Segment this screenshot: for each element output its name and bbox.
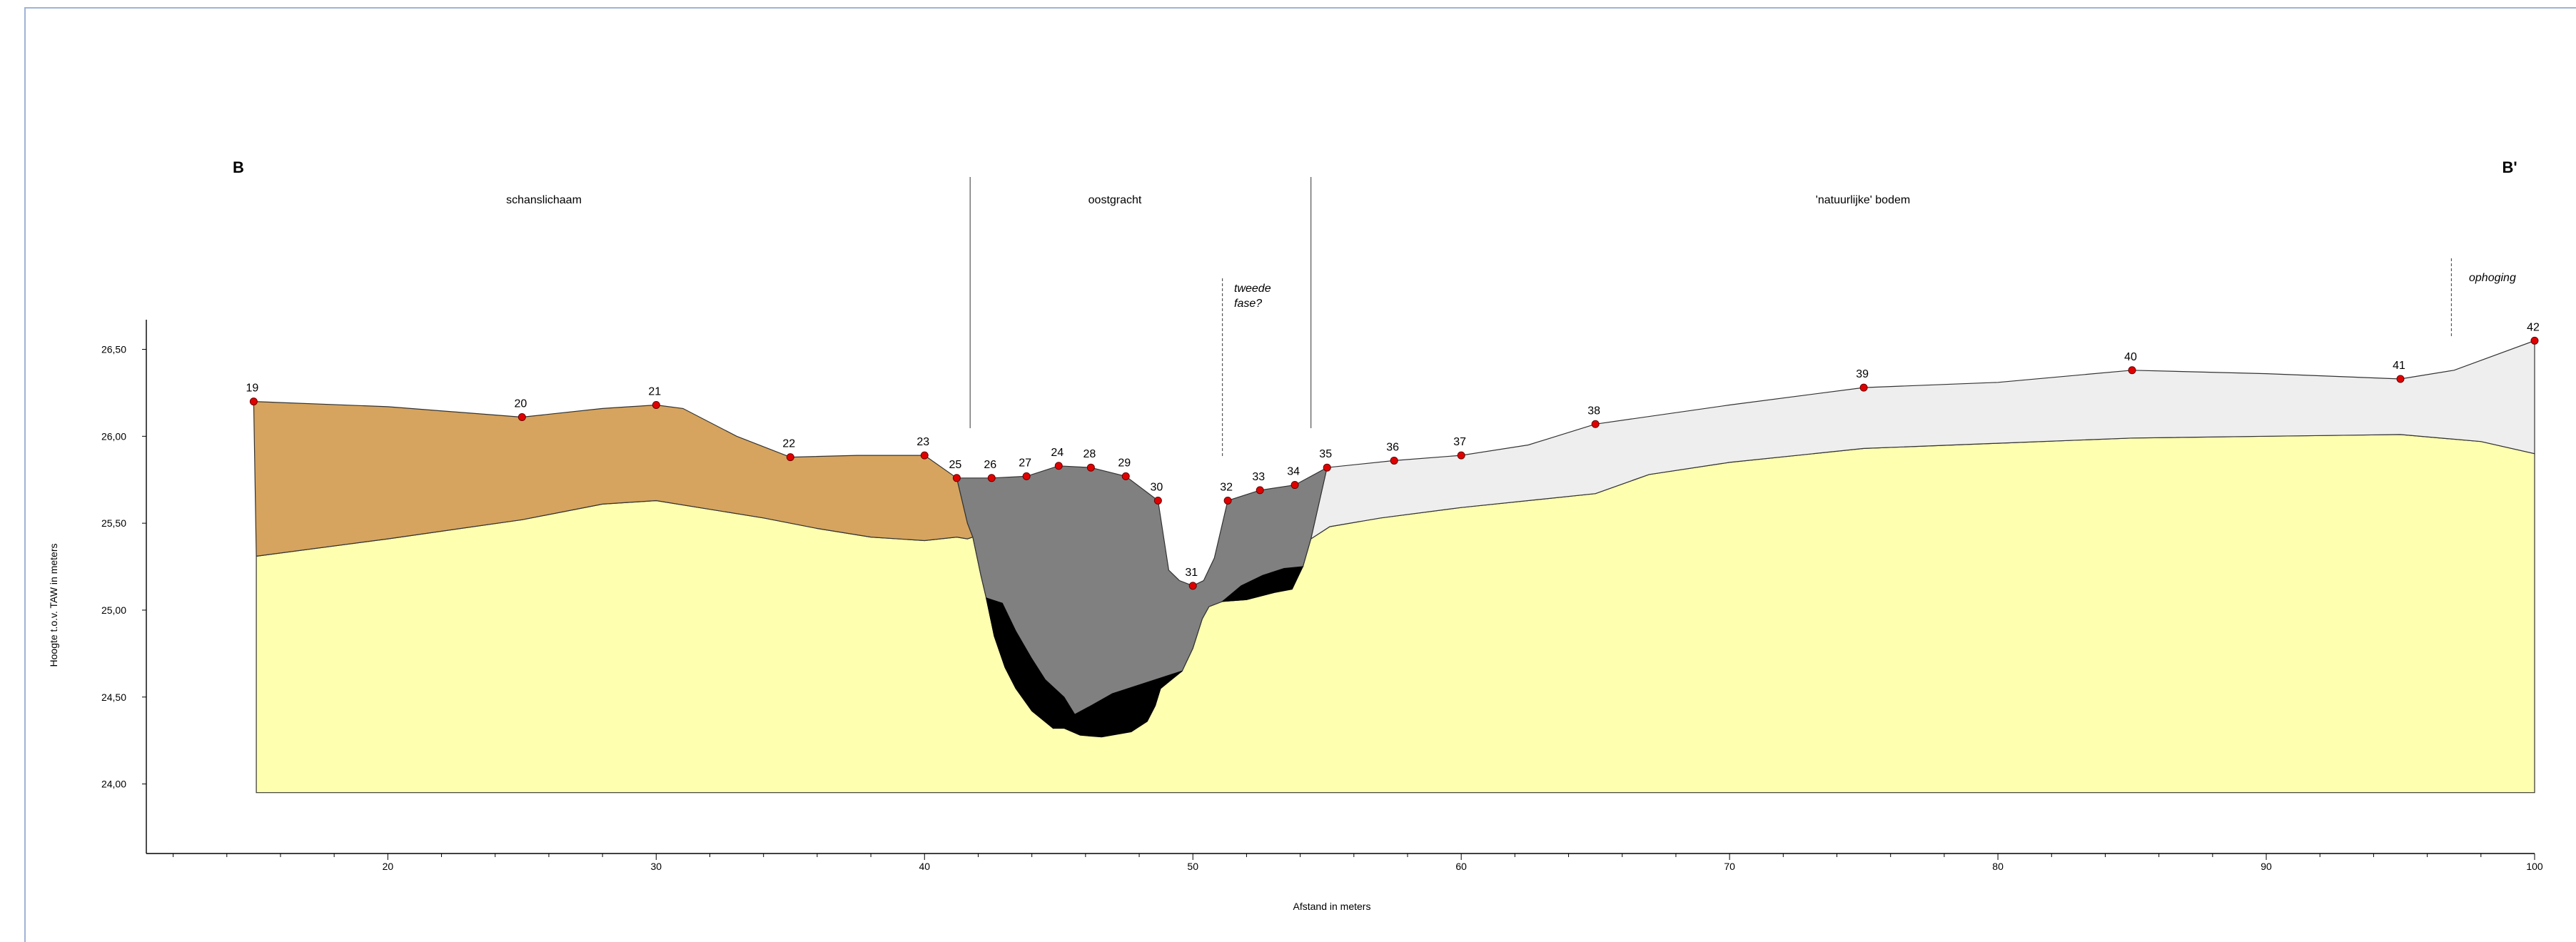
survey-point-23 — [920, 451, 929, 460]
survey-point-30 — [1153, 496, 1162, 505]
zone-label-schanslichaam: schanslichaam — [506, 194, 582, 206]
survey-point-label-23: 23 — [916, 436, 929, 448]
survey-point-25 — [952, 474, 961, 482]
survey-point-22 — [786, 453, 794, 462]
profile-end-label: B' — [2502, 158, 2517, 176]
x-axis-title: Afstand in meters — [1293, 901, 1371, 912]
survey-point-20 — [517, 413, 526, 422]
survey-point-35 — [1323, 463, 1331, 472]
annotation-fase: fase? — [1234, 298, 1262, 310]
survey-point-42 — [2530, 336, 2539, 345]
survey-point-28 — [1086, 463, 1095, 472]
survey-point-33 — [1256, 486, 1264, 495]
survey-point-24 — [1054, 462, 1063, 470]
annotation-ophoging: ophoging — [2469, 272, 2516, 284]
x-tick-label: 80 — [1992, 861, 2004, 872]
survey-point-21 — [652, 400, 660, 409]
survey-point-label-26: 26 — [984, 459, 996, 471]
profile-start-label: B — [233, 158, 244, 176]
survey-point-37 — [1457, 451, 1465, 460]
survey-point-label-37: 37 — [1453, 436, 1466, 448]
survey-point-29 — [1121, 472, 1130, 480]
survey-point-label-32: 32 — [1220, 481, 1233, 493]
x-tick-label: 60 — [1455, 861, 1467, 872]
survey-point-label-35: 35 — [1319, 448, 1332, 460]
y-tick-label: 26,50 — [101, 344, 126, 355]
survey-point-40 — [2128, 366, 2136, 375]
x-tick-label: 20 — [383, 861, 394, 872]
survey-point-label-21: 21 — [648, 385, 661, 397]
survey-point-32 — [1223, 496, 1232, 505]
survey-point-label-36: 36 — [1386, 441, 1399, 453]
layer-ditch-bottom-east — [1221, 566, 1304, 602]
y-tick-label: 26,00 — [101, 430, 126, 442]
survey-point-36 — [1390, 456, 1398, 465]
zone-label-natural-soil: 'natuurlijke' bodem — [1816, 194, 1910, 206]
figure-frame — [24, 7, 2576, 942]
survey-point-label-33: 33 — [1252, 471, 1265, 483]
y-tick-label: 24,00 — [101, 779, 126, 790]
survey-point-label-25: 25 — [949, 459, 961, 471]
layer-raising — [1310, 340, 2535, 540]
survey-point-26 — [987, 474, 996, 482]
annotation-tweede: tweede — [1234, 283, 1271, 295]
layer-ditch-bottom — [986, 597, 1183, 738]
y-tick-label: 25,50 — [101, 517, 126, 529]
survey-point-label-38: 38 — [1587, 405, 1600, 417]
x-tick-label: 90 — [2261, 861, 2272, 872]
survey-point-label-41: 41 — [2393, 360, 2405, 372]
soil-layers — [253, 340, 2535, 794]
survey-point-39 — [1859, 383, 1868, 392]
survey-points: 19 20 21 22 23 25 26 27 24 28 29 30 31 32 33 34 35 36 37 38… — [246, 321, 2540, 590]
x-tick-label: 100 — [2526, 861, 2543, 872]
x-tick-label: 50 — [1187, 861, 1198, 872]
axes: 20 30 40 50 60 70 80 90 100 24,00 24,50 25,00 25,50 2… — [101, 177, 2543, 872]
x-tick-label: 70 — [1724, 861, 1735, 872]
survey-point-label-24: 24 — [1051, 447, 1064, 459]
survey-point-19 — [249, 397, 258, 406]
survey-point-label-34: 34 — [1287, 466, 1300, 478]
survey-point-label-20: 20 — [514, 398, 527, 410]
survey-point-label-42: 42 — [2527, 321, 2540, 333]
survey-point-label-28: 28 — [1083, 448, 1096, 460]
survey-point-27 — [1022, 472, 1031, 480]
survey-point-31 — [1188, 582, 1197, 590]
survey-point-34 — [1290, 481, 1299, 490]
survey-point-label-31: 31 — [1185, 567, 1198, 579]
y-tick-label: 24,50 — [101, 692, 126, 703]
x-tick-label: 40 — [919, 861, 930, 872]
survey-point-41 — [2396, 375, 2405, 383]
x-tick-label: 30 — [651, 861, 662, 872]
y-axis-title: Hoogte t.o.v. TAW in meters — [48, 544, 59, 667]
survey-point-label-22: 22 — [782, 438, 795, 450]
survey-point-label-30: 30 — [1150, 481, 1163, 493]
zone-label-oostgracht: oostgracht — [1089, 194, 1142, 206]
survey-point-38 — [1591, 420, 1600, 428]
survey-point-label-29: 29 — [1118, 457, 1131, 469]
y-tick-label: 25,00 — [101, 604, 126, 616]
survey-point-label-27: 27 — [1019, 457, 1031, 469]
survey-point-label-40: 40 — [2124, 351, 2137, 363]
survey-point-label-19: 19 — [246, 383, 258, 395]
survey-point-label-39: 39 — [1856, 368, 1869, 380]
layer-schanslichaam — [253, 400, 974, 557]
